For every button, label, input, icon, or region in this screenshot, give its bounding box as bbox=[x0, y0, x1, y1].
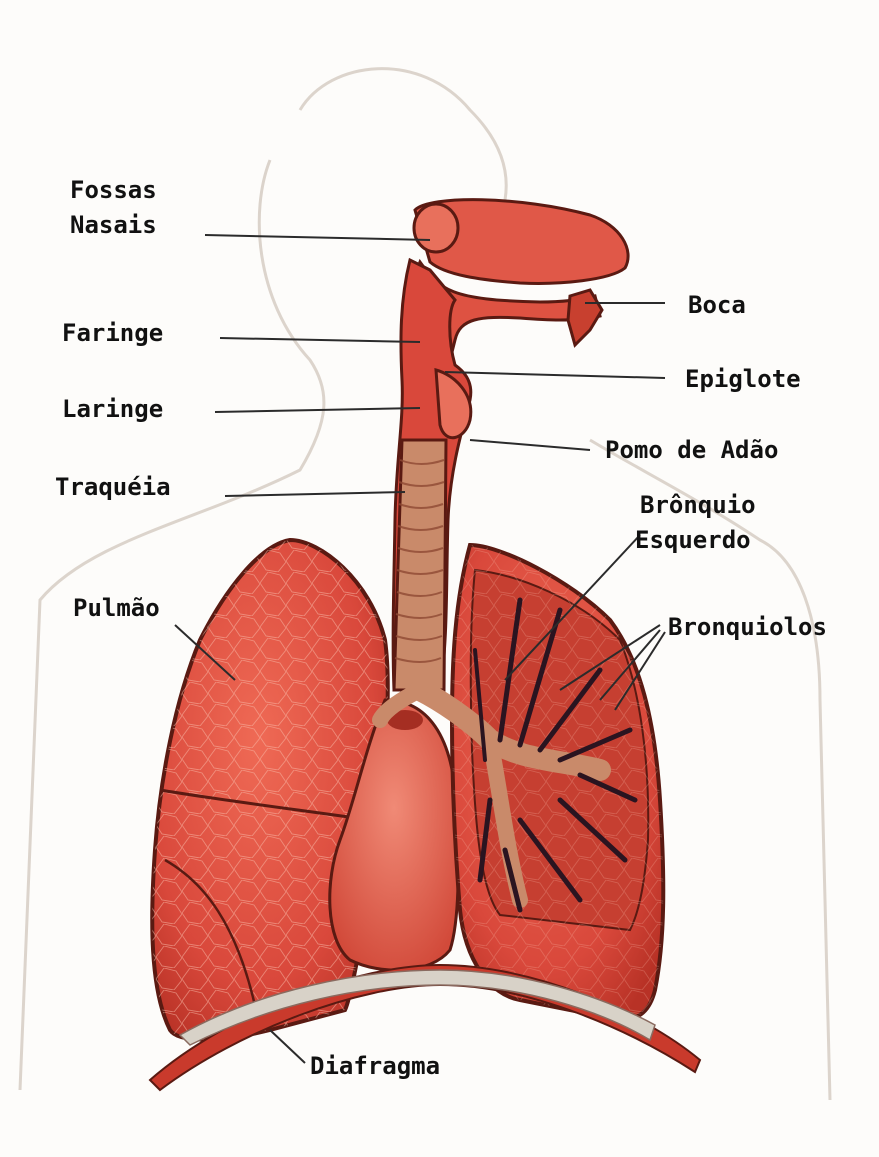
label-traqueia: Traquéia bbox=[55, 472, 171, 502]
label-fossas-nasais-line1: Fossas bbox=[70, 175, 157, 205]
label-bronquio-esquerdo-line1: Brônquio bbox=[640, 490, 756, 520]
leader-fossas bbox=[205, 235, 430, 240]
label-boca: Boca bbox=[688, 290, 746, 320]
lung-right bbox=[152, 540, 388, 1039]
label-laringe: Laringe bbox=[62, 394, 163, 424]
label-bronquio-esquerdo-line2: Esquerdo bbox=[635, 525, 751, 555]
leader-epiglote bbox=[445, 372, 665, 378]
leader-faringe bbox=[220, 338, 420, 342]
leader-diafragma bbox=[270, 1030, 305, 1063]
leader-pomo bbox=[470, 440, 590, 450]
label-epiglote: Epiglote bbox=[685, 364, 801, 394]
label-pomo-de-adao: Pomo de Adão bbox=[605, 435, 778, 465]
label-fossas-nasais-line2: Nasais bbox=[70, 210, 157, 240]
label-pulmao: Pulmão bbox=[73, 593, 160, 623]
label-bronquiolos: Bronquiolos bbox=[668, 612, 827, 642]
label-faringe: Faringe bbox=[62, 318, 163, 348]
label-diafragma: Diafragma bbox=[310, 1051, 440, 1081]
leader-laringe bbox=[215, 408, 420, 412]
